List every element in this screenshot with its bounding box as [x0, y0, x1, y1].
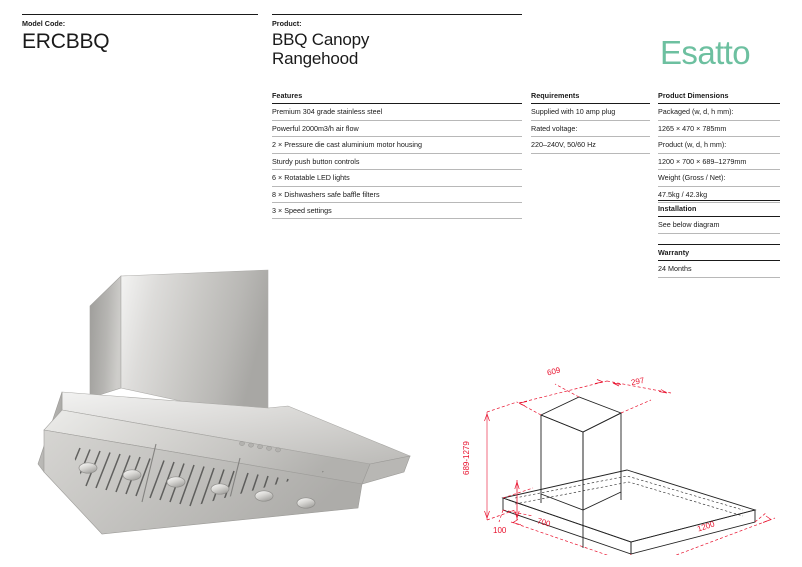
push-button[interactable]	[239, 441, 245, 446]
product-title-block: Product: BBQ Canopy Rangehood	[272, 14, 522, 68]
installation-heading: Installation	[658, 201, 780, 218]
requirement-row: Supplied with 10 amp plug	[531, 104, 650, 121]
dimension-row: Product (w, d, h mm):	[658, 137, 780, 154]
diagram-outline	[539, 396, 623, 511]
led-light	[166, 476, 186, 488]
dimension-row: Packaged (w, d, h mm):	[658, 104, 780, 121]
dimension-lines	[484, 379, 776, 567]
push-button[interactable]	[266, 445, 272, 451]
feature-row: 2 × Pressure die cast aluminium motor ho…	[272, 137, 522, 154]
underside-panel	[43, 429, 363, 535]
dimension-row: Weight (Gross / Net):	[658, 170, 780, 187]
product-name: BBQ Canopy Rangehood	[272, 28, 522, 68]
dimension-row: 1200 × 700 × 689–1279mm	[658, 154, 780, 171]
chimney-top-face	[539, 396, 623, 433]
product-name-line1: BBQ Canopy	[272, 29, 370, 49]
product-label: Product:	[272, 19, 302, 28]
feature-row: 6 × Rotatable LED lights	[272, 170, 522, 187]
requirement-row: 220–240V, 50/60 Hz	[531, 137, 650, 154]
requirements-heading: Requirements	[531, 88, 650, 105]
push-button[interactable]	[248, 442, 254, 448]
chimney-side	[89, 275, 122, 399]
warranty-section: Warranty 24 Months	[658, 244, 780, 278]
chimney-right-face	[582, 412, 622, 511]
dimension-row: 1265 × 470 × 785mm	[658, 121, 780, 138]
base-front-right	[630, 509, 756, 555]
led-light	[78, 462, 98, 474]
features-section: Features Premium 304 grade stainless ste…	[272, 88, 522, 220]
features-heading: Features	[272, 88, 522, 105]
feature-row: Powerful 2000m3/h air flow	[272, 121, 522, 138]
esatto-logo: Esatto	[660, 34, 751, 71]
push-button[interactable]	[275, 447, 281, 453]
product-photo	[18, 258, 420, 550]
dimension-row: 47.5kg / 42.3kg	[658, 187, 780, 203]
push-button[interactable]	[257, 444, 263, 449]
dim-label-height: 689-1279	[462, 441, 471, 475]
installation-section: Installation See below diagram	[658, 200, 780, 234]
model-code-value: ERCBBQ	[22, 29, 110, 53]
dimension-diagram: 609 297 689-1279 100 700 1200	[455, 366, 795, 567]
installation-row: See below diagram	[658, 217, 780, 234]
model-code-block: Model Code: ERCBBQ	[22, 14, 258, 54]
feature-row: Premium 304 grade stainless steel	[272, 104, 522, 121]
led-light-group	[78, 462, 316, 509]
led-light	[122, 469, 142, 481]
dimensions-section: Product Dimensions Packaged (w, d, h mm)…	[658, 88, 780, 203]
led-light	[296, 497, 316, 509]
warranty-heading: Warranty	[658, 245, 780, 262]
requirements-section: Requirements Supplied with 10 amp plug R…	[531, 88, 650, 154]
canopy-right-end	[361, 455, 411, 485]
rangehood-illustration	[37, 269, 412, 535]
model-code-label: Model Code:	[22, 19, 66, 28]
requirement-row: Rated voltage:	[531, 121, 650, 138]
led-light	[210, 483, 230, 495]
led-light	[254, 490, 274, 502]
feature-row: 3 × Speed settings	[272, 203, 522, 220]
chimney-support-lines	[540, 492, 622, 548]
control-button-group[interactable]	[239, 441, 281, 453]
feature-row: Sturdy push button controls	[272, 154, 522, 171]
dim-label-100: 100	[493, 526, 507, 535]
chimney-left-face	[540, 414, 584, 511]
chimney-front	[120, 269, 269, 421]
dimensions-heading: Product Dimensions	[658, 88, 780, 105]
product-name-line2: Rangehood	[272, 48, 359, 68]
feature-row: 8 × Dishwashers safe baffle filters	[272, 187, 522, 203]
warranty-row: 24 Months	[658, 261, 780, 278]
